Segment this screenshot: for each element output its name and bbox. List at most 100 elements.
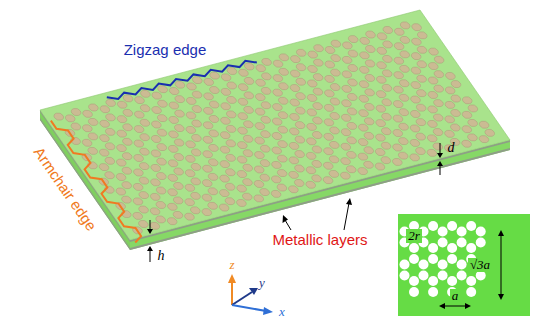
air-hole xyxy=(293,164,306,173)
inset-hole xyxy=(409,287,419,297)
air-hole xyxy=(121,137,134,146)
air-hole xyxy=(190,148,203,157)
air-hole xyxy=(294,106,307,115)
dimension-arrow xyxy=(501,233,502,297)
air-hole xyxy=(225,66,238,75)
air-hole xyxy=(258,188,271,197)
dimension-label: h xyxy=(158,248,165,263)
air-hole xyxy=(398,64,411,73)
zigzag-edge-line xyxy=(107,58,257,101)
air-hole xyxy=(414,132,427,141)
dimension-arrow xyxy=(442,306,468,307)
leader-arrow xyxy=(285,220,291,230)
air-hole xyxy=(120,166,133,175)
air-hole xyxy=(363,88,376,97)
air-hole xyxy=(431,128,444,137)
air-hole xyxy=(242,120,255,129)
air-hole xyxy=(414,118,427,127)
air-hole xyxy=(191,90,204,99)
air-hole xyxy=(137,176,150,185)
air-hole xyxy=(276,111,289,120)
air-hole xyxy=(347,35,360,44)
air-hole xyxy=(397,151,410,160)
air-hole xyxy=(381,69,394,78)
air-hole xyxy=(259,101,272,110)
air-hole xyxy=(155,172,168,181)
air-hole xyxy=(294,92,307,101)
air-hole xyxy=(328,140,341,149)
air-hole xyxy=(277,96,290,105)
air-hole xyxy=(120,181,133,190)
air-hole xyxy=(120,195,133,204)
air-hole xyxy=(364,59,377,68)
inset-hole xyxy=(409,254,419,264)
air-hole xyxy=(172,181,185,190)
air-hole xyxy=(346,78,359,87)
dimension-label: √3a xyxy=(468,258,492,272)
arrow-head xyxy=(263,307,273,315)
air-hole xyxy=(444,71,457,80)
air-hole xyxy=(103,171,116,180)
air-hole xyxy=(224,168,237,177)
inset-hole xyxy=(476,227,486,237)
air-hole xyxy=(466,133,479,142)
air-hole xyxy=(155,143,168,152)
air-hole xyxy=(154,215,167,224)
air-hole xyxy=(294,63,307,72)
air-hole xyxy=(138,147,151,156)
inset-hole xyxy=(438,260,448,270)
inset-hole xyxy=(409,276,419,286)
air-hole xyxy=(208,86,221,95)
air-hole xyxy=(173,109,186,118)
air-hole xyxy=(224,153,237,162)
inset-hole xyxy=(447,221,457,231)
air-hole xyxy=(191,76,204,85)
inset-hole xyxy=(466,287,476,297)
inset-hole xyxy=(400,271,410,281)
air-hole xyxy=(208,71,221,80)
air-hole xyxy=(346,49,359,58)
air-hole xyxy=(156,114,169,123)
air-hole xyxy=(397,122,410,131)
air-hole xyxy=(345,150,358,159)
air-hole xyxy=(156,85,169,94)
air-hole xyxy=(121,123,134,132)
inset-hole xyxy=(409,243,419,253)
edge-label: Zigzag edge xyxy=(124,42,207,59)
air-hole xyxy=(329,39,342,48)
air-hole xyxy=(449,123,462,132)
air-hole xyxy=(87,117,100,126)
air-hole xyxy=(415,74,428,83)
y-axis xyxy=(232,292,252,305)
air-hole xyxy=(449,94,462,103)
air-hole xyxy=(207,114,220,123)
air-hole xyxy=(172,152,185,161)
air-hole xyxy=(155,128,168,137)
inset-hole xyxy=(438,238,448,248)
air-hole xyxy=(189,206,202,215)
air-hole xyxy=(380,127,393,136)
air-hole xyxy=(86,146,99,155)
air-hole xyxy=(312,73,325,82)
air-hole xyxy=(87,103,100,112)
arrow-head xyxy=(249,288,258,295)
arrow-head xyxy=(437,153,443,158)
air-hole xyxy=(363,73,376,82)
air-hole xyxy=(121,152,134,161)
air-hole xyxy=(207,129,220,138)
air-hole xyxy=(259,130,272,139)
air-hole xyxy=(155,186,168,195)
air-hole xyxy=(190,133,203,142)
air-hole xyxy=(103,142,116,151)
air-hole xyxy=(206,201,219,210)
air-hole xyxy=(461,96,474,105)
inset-hole xyxy=(438,271,448,281)
air-hole xyxy=(414,147,427,156)
air-hole xyxy=(225,95,238,104)
air-hole xyxy=(328,155,341,164)
arrow-head xyxy=(465,303,471,309)
dimension-arrow xyxy=(150,220,151,230)
inset-hole xyxy=(428,276,438,286)
air-hole xyxy=(189,191,202,200)
inset-panel xyxy=(398,214,530,316)
